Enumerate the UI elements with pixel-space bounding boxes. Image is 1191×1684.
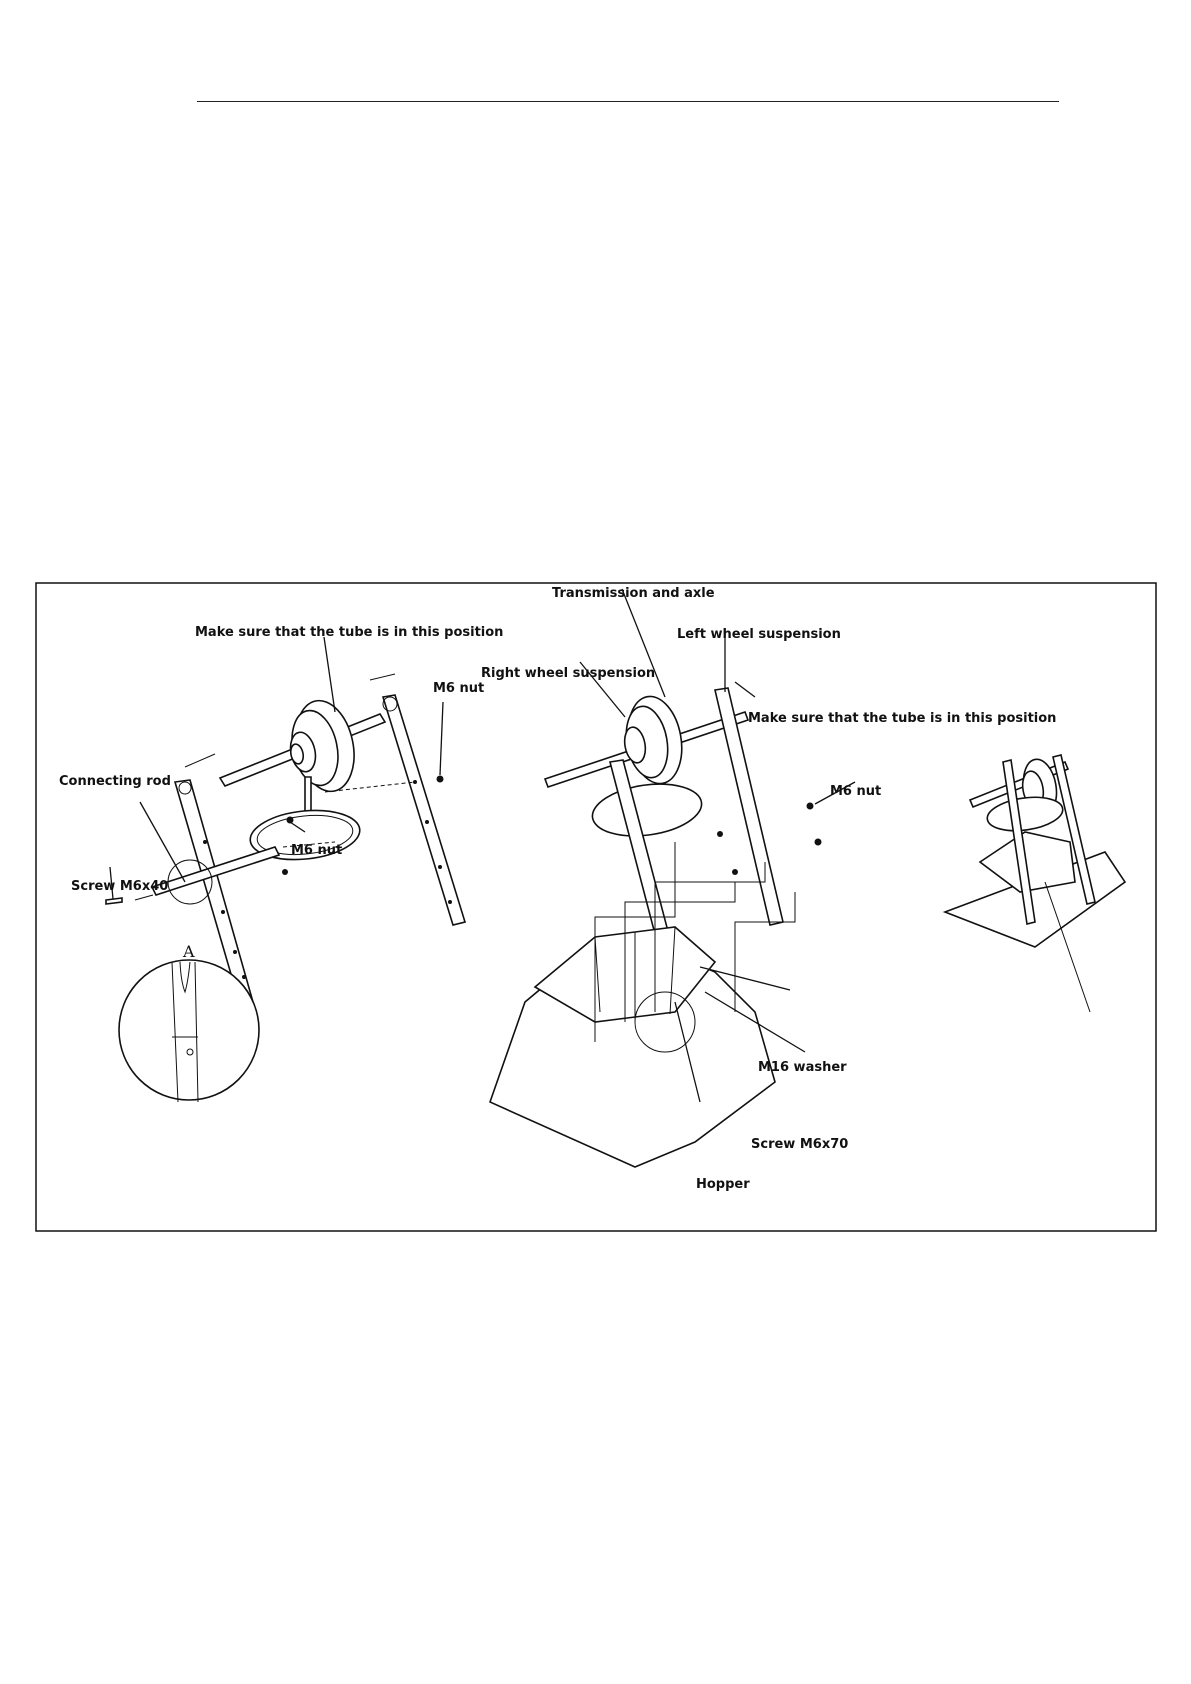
- label-transmission-axle: Transmission and axle: [552, 586, 715, 601]
- label-hopper: Hopper: [696, 1177, 750, 1192]
- right-assembled-view: [945, 755, 1125, 1012]
- header-rule: [197, 101, 1059, 102]
- label-right-wheel-suspension: Right wheel suspension: [481, 666, 655, 681]
- label-left-wheel-suspension: Left wheel suspension: [677, 627, 841, 642]
- label-detail-a: A: [182, 942, 195, 961]
- assembly-diagram: Make sure that the tube is in this posit…: [35, 582, 1157, 1232]
- label-screw-m6x40: Screw M6x40: [71, 879, 168, 894]
- detail-a-magnifier: [119, 960, 259, 1102]
- label-m6-nut-b: M6 nut: [291, 843, 342, 858]
- suspension-tube-right-loose: [383, 695, 465, 925]
- left-exploded-assembly: [106, 637, 465, 1102]
- label-m6-nut-c: M6 nut: [830, 784, 881, 799]
- label-tube-position-right: Make sure that the tube is in this posit…: [748, 711, 1056, 726]
- label-screw-m6x70: Screw M6x70: [751, 1137, 848, 1152]
- label-connecting-rod: Connecting rod: [59, 774, 171, 789]
- label-m6-nut-a: M6 nut: [433, 681, 484, 696]
- label-tube-position-left: Make sure that the tube is in this posit…: [195, 625, 503, 640]
- label-m16-washer: M16 washer: [758, 1060, 847, 1075]
- transmission-disc-left: [286, 695, 362, 797]
